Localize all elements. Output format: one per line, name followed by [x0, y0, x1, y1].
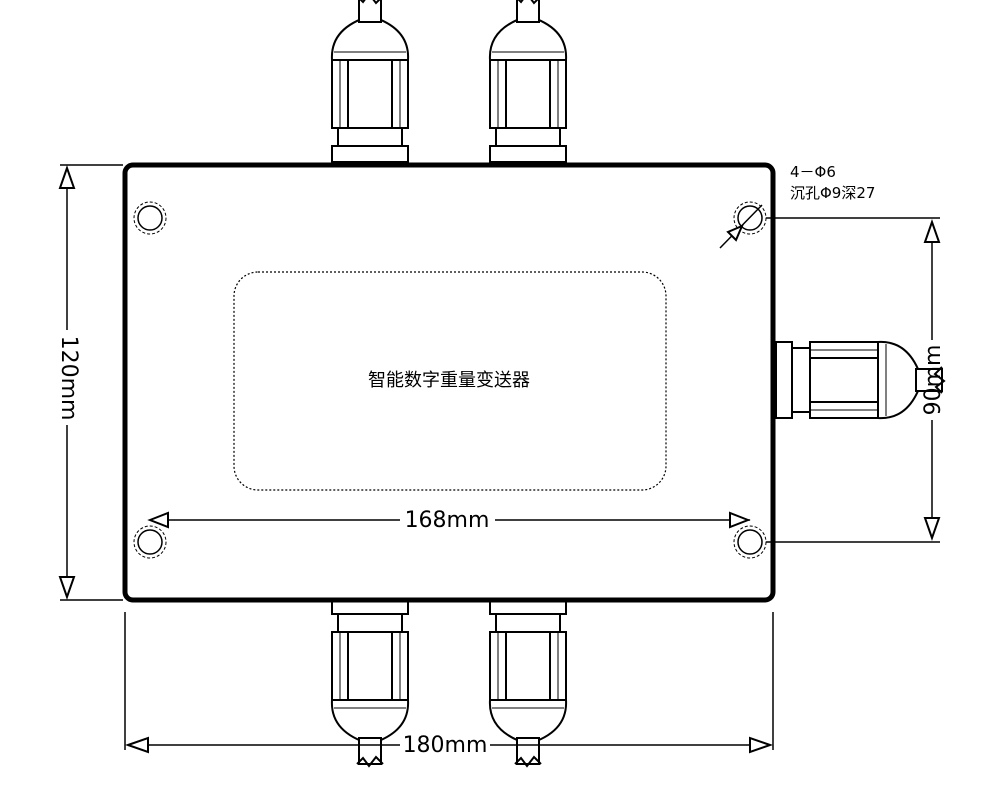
dim-overall-width: 180mm [403, 733, 488, 758]
dim-hole-spacing-vertical: 90mm [921, 345, 946, 416]
gland-right [775, 340, 945, 420]
gland-bottom-right [488, 597, 568, 767]
gland-top-left [330, 0, 410, 163]
dim-hole-spacing-horizontal: 168mm [405, 508, 490, 533]
enclosure-body [122, 162, 776, 603]
gland-bottom-left [330, 597, 410, 767]
hole-note-count: 4－Φ6 [790, 163, 836, 181]
label-panel [233, 271, 667, 491]
dim-overall-height: 120mm [56, 336, 81, 421]
hole-note-counterbore: 沉孔Φ9深27 [790, 184, 875, 202]
gland-top-right [488, 0, 568, 163]
panel-label: 智能数字重量变送器 [368, 370, 530, 391]
